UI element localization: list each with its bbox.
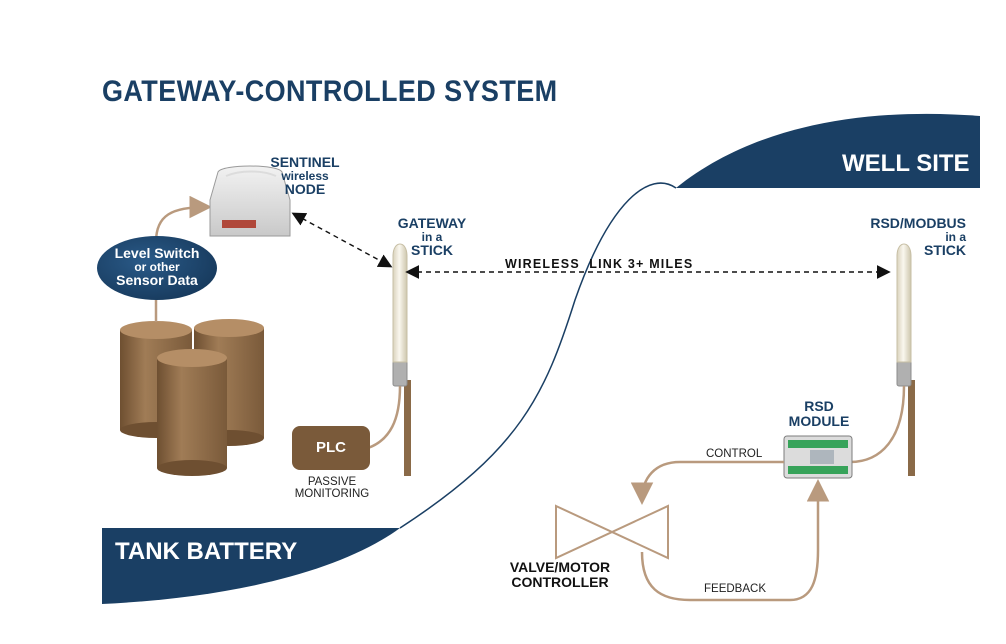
sentinel-line3: NODE [284, 181, 326, 198]
sentinel-node-device [209, 165, 291, 237]
diagram-title: GATEWAY-CONTROLLED SYSTEM [102, 74, 558, 108]
valve-label: VALVE/MOTOR CONTROLLER [494, 560, 626, 589]
sentinel-line2: wireless [281, 168, 329, 183]
rsd-cable [849, 385, 906, 464]
control-line [630, 460, 784, 505]
rsd-modbus-line2: in a [945, 229, 966, 244]
rsd-modbus-line3: STICK [924, 242, 966, 259]
sensor-line3: Sensor Data [116, 272, 198, 289]
gateway-line1: GATEWAY [397, 215, 467, 231]
plc-box [292, 426, 370, 470]
rsd-module-line1: RSD [804, 398, 834, 414]
rsd-modbus-label: RSD/MODBUS in a STICK [842, 216, 966, 258]
plc-label: PLC [316, 439, 346, 456]
wireless-link-label: WIRELESS LINK 3+ MILES [505, 257, 694, 271]
gateway-label: GATEWAY in a STICK [384, 216, 480, 258]
gateway-line2: in a [421, 229, 443, 244]
rsd-module-label: RSD MODULE [774, 399, 864, 428]
sensor-line-to-node [154, 195, 212, 243]
sentinel-node-label: SENTINEL wireless NODE [250, 155, 360, 197]
gateway-antenna [392, 243, 411, 476]
valve-line1: VALVE/MOTOR [509, 559, 611, 575]
well-site-label: WELL SITE [842, 150, 970, 177]
sensor-data-bubble [97, 236, 217, 300]
sentinel-line1: SENTINEL [270, 154, 340, 170]
rsd-module-device [783, 435, 853, 479]
rsd-modbus-antenna [896, 243, 915, 476]
passive-monitoring-caption: PASSIVE MONITORING [282, 476, 382, 500]
feedback-line [640, 479, 830, 602]
control-label: CONTROL [706, 448, 763, 460]
plc-cable [367, 385, 402, 450]
passive-line2: MONITORING [294, 488, 370, 501]
sensor-bubble-label: Level Switch or other Sensor Data [97, 246, 217, 288]
passive-line1: PASSIVE [307, 476, 357, 488]
tank-front [157, 349, 227, 476]
valve-line2: CONTROLLER [511, 573, 609, 590]
tank-battery-label: TANK BATTERY [115, 538, 298, 565]
gateway-line3: STICK [411, 242, 453, 259]
sensor-line1: Level Switch [114, 245, 200, 261]
rsd-modbus-line1: RSD/MODBUS [870, 215, 966, 231]
well-site-band [676, 113, 980, 188]
tank-battery-band [102, 528, 400, 604]
valve-symbol [555, 504, 669, 560]
rsd-module-line2: MODULE [788, 412, 850, 429]
sensor-line2: or other [134, 259, 180, 274]
divider-curve [399, 182, 677, 529]
feedback-label: FEEDBACK [704, 583, 766, 595]
node-gateway-link [291, 212, 393, 268]
storage-tanks [120, 319, 264, 476]
